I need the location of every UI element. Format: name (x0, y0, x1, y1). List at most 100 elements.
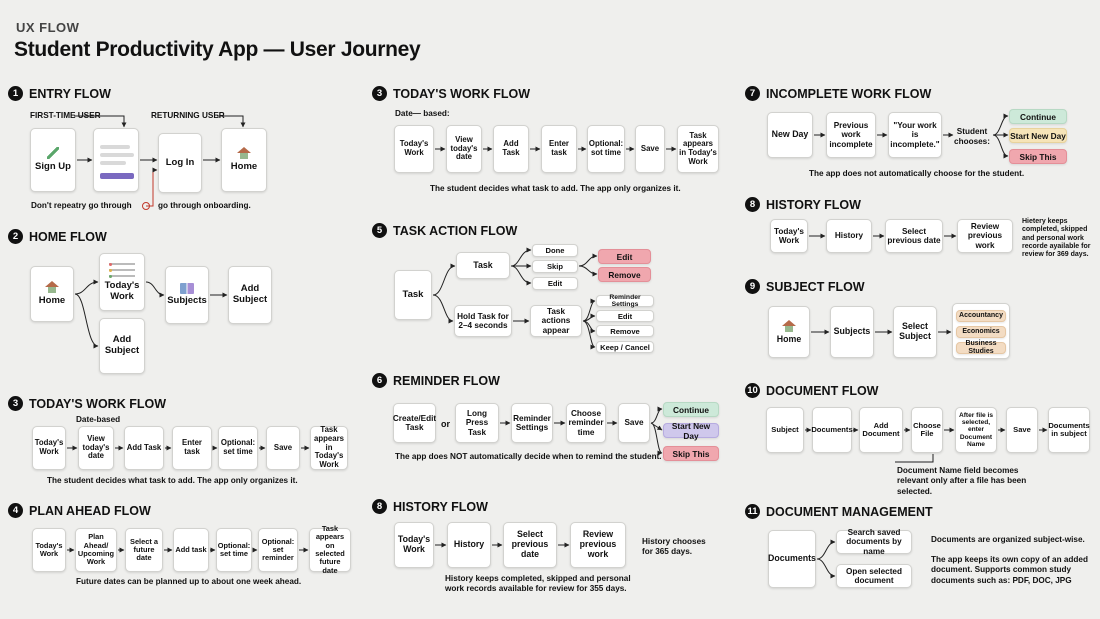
section-title: REMINDER FLOW (393, 373, 500, 388)
onboarding-form-box[interactable] (93, 128, 139, 192)
connector-36 (432, 263, 456, 296)
section-number: 1 (8, 86, 23, 101)
select-subject-box[interactable]: Select Subject (893, 306, 937, 358)
home-box-entry[interactable]: Home (221, 128, 267, 192)
plan-ahead-step-3[interactable]: Select a future date (125, 528, 163, 572)
subject-tag-business-studies[interactable]: Business Studies (956, 340, 1006, 355)
todays-work-mid-step-6[interactable]: Save (635, 125, 665, 173)
task-actions-box[interactable]: Task actions appear (530, 305, 582, 337)
home-box[interactable]: Home (30, 266, 74, 322)
house-icon (782, 319, 796, 332)
edit-option-2[interactable]: Edit (596, 310, 654, 322)
skip-this-option[interactable]: Skip This (1009, 149, 1067, 164)
skip-option[interactable]: Skip (532, 260, 578, 273)
todays-work-mid-step-7[interactable]: Task appears in Today's Work (677, 125, 719, 173)
subjects-box[interactable]: Subjects (165, 266, 209, 324)
step-label: Today's Work (773, 226, 804, 245)
sign-up-box[interactable]: Sign Up (30, 128, 76, 192)
choose-reminder-time-box[interactable]: Choose reminder time (566, 403, 606, 443)
subject-tag-accountancy[interactable]: Accountancy (956, 310, 1006, 322)
plan-ahead-step-2[interactable]: Plan Ahead/ Upcoming Work (75, 528, 117, 572)
todays-work-step-6[interactable]: Save (266, 426, 300, 470)
new-day-box[interactable]: New Day (767, 112, 813, 158)
section-number: 10 (745, 383, 760, 398)
section-document-flow: 10 DOCUMENT FLOW (745, 383, 878, 398)
todays-work-step-4[interactable]: Enter task (172, 426, 212, 470)
section-title: HISTORY FLOW (393, 499, 488, 514)
continue-option[interactable]: Continue (1009, 109, 1067, 124)
history-todays-work-box[interactable]: Today's Work (394, 522, 434, 568)
document-step-4[interactable]: Choose File (911, 407, 943, 453)
previous-work-incomplete-box[interactable]: Previous work incomplete (826, 112, 876, 158)
plan-ahead-step-1[interactable]: Today's Work (32, 528, 66, 572)
todays-work-mid-step-2[interactable]: View today's date (446, 125, 482, 173)
task-box[interactable]: Task (394, 270, 432, 320)
plan-ahead-step-4[interactable]: Add task (173, 528, 209, 572)
subject-tag-economics[interactable]: Economics (956, 326, 1006, 338)
done-option[interactable]: Done (532, 244, 578, 257)
open-document-box[interactable]: Open selected document (836, 564, 912, 588)
todays-work-mid-step-5[interactable]: Optional: sot time (587, 125, 625, 173)
step-label: Optional: set time (220, 438, 256, 456)
reminder-settings-option[interactable]: Reminder Settings (596, 294, 654, 308)
todays-work-mid-step-4[interactable]: Enter task (541, 125, 577, 173)
section-title: ENTRY FLOW (29, 86, 111, 101)
remove-red-option[interactable]: Remove (598, 267, 651, 282)
start-new-day-option[interactable]: Start New Day (1009, 128, 1067, 143)
review-previous-work-box-right[interactable]: Review previous work (957, 219, 1013, 253)
history-box-right[interactable]: History (826, 219, 872, 253)
search-documents-box[interactable]: Search saved documents by name (836, 528, 912, 556)
skip-this-option[interactable]: Skip This (663, 446, 719, 461)
task-box-2[interactable]: Task (456, 252, 510, 279)
your-work-incomplete-box[interactable]: "Your work is incomplete." (888, 112, 942, 158)
document-step-1[interactable]: Subject (766, 407, 804, 453)
edit-red-option[interactable]: Edit (598, 249, 651, 264)
todays-work-mid-step-3[interactable]: Add Task (493, 125, 529, 173)
plan-ahead-step-7[interactable]: Task appears on selected future date (309, 525, 351, 574)
section-title: TODAY'S WORK FLOW (393, 86, 530, 101)
documents-box[interactable]: Documents (768, 530, 816, 588)
connector-47 (582, 320, 596, 350)
save-box-reminder[interactable]: Save (618, 403, 650, 443)
todays-work-step-5[interactable]: Optional: set time (218, 426, 258, 470)
subject-subjects-box[interactable]: Subjects (830, 306, 874, 358)
document-step-6[interactable]: Save (1006, 407, 1038, 453)
history-todays-work-box-right[interactable]: Today's Work (770, 219, 808, 253)
section-number: 8 (745, 197, 760, 212)
remove-option-2[interactable]: Remove (596, 325, 654, 337)
document-step-5[interactable]: After file is selected, enter Document N… (955, 407, 997, 453)
select-previous-date-box-right[interactable]: Select previous date (885, 219, 943, 253)
todays-work-step-3[interactable]: Add Task (124, 426, 164, 470)
review-previous-work-box[interactable]: Review previous work (570, 522, 626, 568)
keep-cancel-option[interactable]: Keep / Cancel (596, 341, 654, 353)
create-edit-task-box[interactable]: Create/Edit Task (393, 403, 436, 443)
hold-task-box[interactable]: Hold Task for 2–4 seconds (454, 305, 512, 337)
step-label: Long Press Task (465, 409, 489, 437)
history-box[interactable]: History (447, 522, 491, 568)
todays-work-step-2[interactable]: View today's date (78, 426, 114, 470)
edit-option[interactable]: Edit (532, 277, 578, 290)
connector-42 (578, 265, 598, 277)
step-label: Plan Ahead/ Upcoming Work (77, 532, 115, 567)
subject-home-box[interactable]: Home (768, 306, 810, 358)
todays-work-step-7[interactable]: Task appears in Today's Work (310, 425, 348, 470)
document-step-2[interactable]: Documents (811, 407, 853, 453)
continue-option[interactable]: Continue (663, 402, 719, 417)
todays-work-step-1[interactable]: Today's Work (32, 426, 66, 470)
pencil-icon (47, 147, 59, 160)
start-new-day-option[interactable]: Start New Day (663, 421, 719, 441)
todays-work-box[interactable]: Today's Work (99, 253, 145, 311)
add-subject-box-2[interactable]: Add Subject (228, 266, 272, 324)
document-step-3[interactable]: Add Document (859, 407, 903, 453)
long-press-task-box[interactable]: Long Press Task (455, 403, 499, 443)
select-previous-date-box[interactable]: Select previous date (503, 522, 557, 568)
document-step-7[interactable]: Documents in subject (1048, 407, 1090, 453)
log-in-box[interactable]: Log In (158, 133, 202, 193)
plan-ahead-step-5[interactable]: Optional: set time (216, 528, 252, 572)
task-actions-label: Task actions appear (541, 307, 571, 335)
todays-work-mid-step-1[interactable]: Today's Work (394, 125, 434, 173)
plan-ahead-step-6[interactable]: Optional: set reminder (258, 528, 298, 572)
add-subject-box[interactable]: Add Subject (99, 318, 145, 374)
reminder-settings-box[interactable]: Reminder Settings (511, 403, 553, 443)
section-subject-flow: 9 SUBJECT FLOW (745, 279, 865, 294)
